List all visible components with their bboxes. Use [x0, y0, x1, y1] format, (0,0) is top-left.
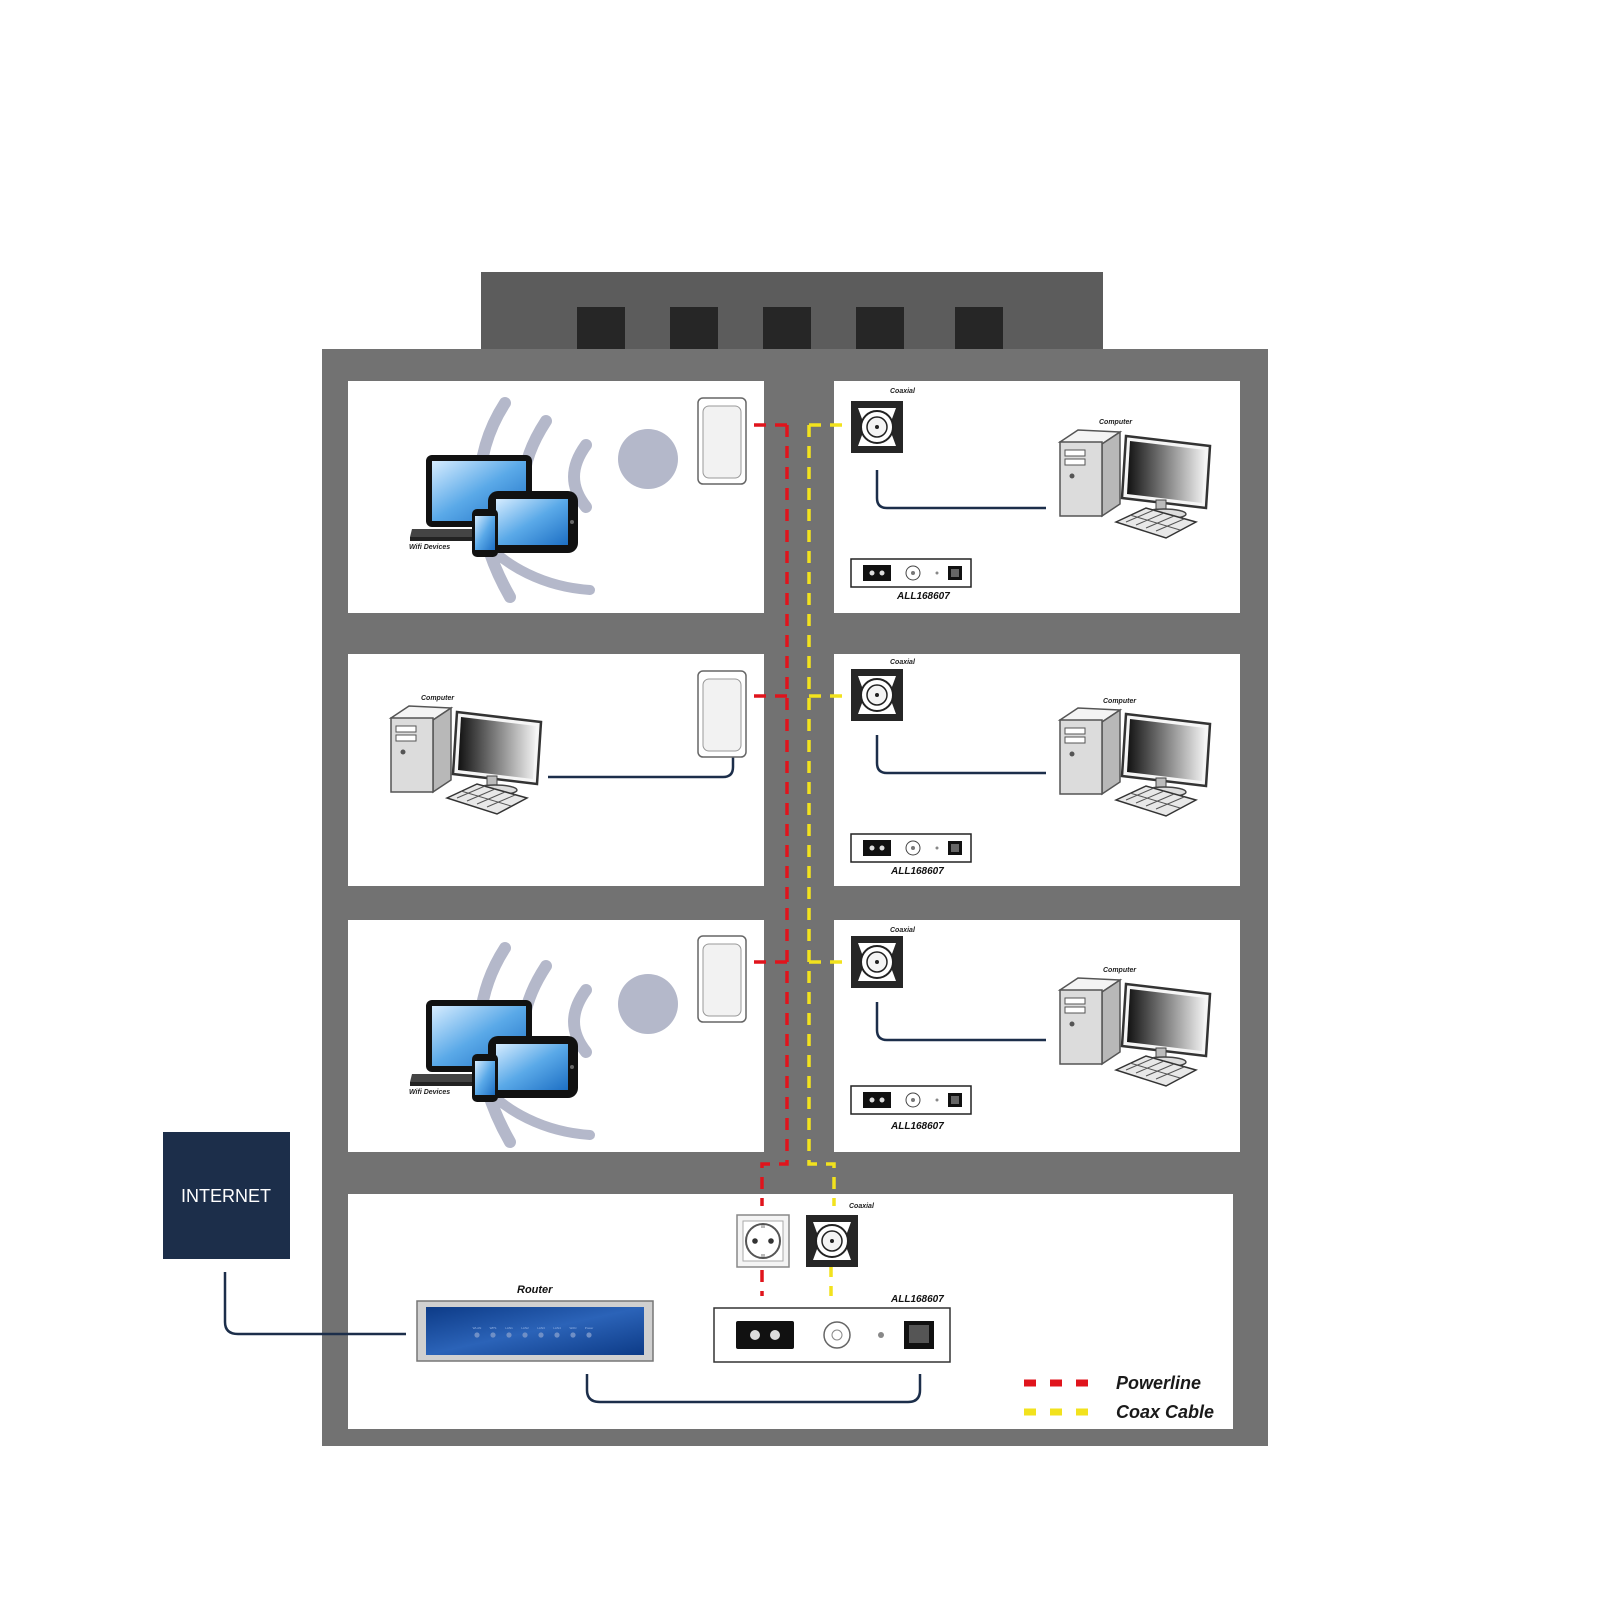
router-leds: WLAN WPS LAN1 LAN2 LAN3 LAN4 WAN Power: [473, 1326, 594, 1338]
adapter-floor-2: [850, 833, 972, 863]
data-cables: [223, 470, 1046, 1404]
adapter-label-floor-3: ALL168607: [896, 591, 950, 602]
computer-label-floor-3r: Computer: [1099, 419, 1133, 426]
router-port-led: [554, 1332, 560, 1338]
router-port-label: WAN: [570, 1326, 577, 1330]
router: WLAN WPS LAN1 LAN2 LAN3 LAN4 WAN Power: [416, 1300, 654, 1362]
router-port-label: LAN3: [537, 1326, 545, 1330]
powerline-cable: [754, 423, 789, 1296]
chimney-1: [577, 307, 625, 349]
coax-socket-floor-3: [850, 400, 904, 454]
coaxial-label-floor-3: Coaxial: [890, 388, 916, 395]
router-port-label: Power: [585, 1326, 594, 1330]
chimney-2: [670, 307, 718, 349]
internet-box: [163, 1132, 290, 1259]
coaxial-label-floor-2: Coaxial: [890, 659, 916, 666]
chimney-5: [955, 307, 1003, 349]
legend-powerline-label: Powerline: [1116, 1373, 1201, 1393]
powerline-adapter-floor-2: [697, 670, 747, 758]
legend-coax-label: Coax Cable: [1116, 1402, 1214, 1422]
chimney-4: [856, 307, 904, 349]
router-port-label: LAN2: [521, 1326, 529, 1330]
router-port-label: WLAN: [473, 1326, 482, 1330]
adapter-label-ground: ALL168607: [890, 1294, 944, 1305]
powerline-adapter-floor-1: [697, 935, 747, 1023]
router-port-led: [538, 1332, 544, 1338]
computer-label-floor-2l: Computer: [421, 695, 455, 702]
chimney-3: [763, 307, 811, 349]
router-port-led: [506, 1332, 512, 1338]
computer-label-floor-2r: Computer: [1103, 698, 1137, 705]
router-port-label: WPS: [490, 1326, 497, 1330]
router-port-led: [522, 1332, 528, 1338]
router-port-label: LAN1: [505, 1326, 513, 1330]
power-socket: [736, 1214, 790, 1268]
coax-socket-floor-2: [850, 668, 904, 722]
coax-socket-ground: [805, 1214, 859, 1268]
powerline-adapter-floor-3: [697, 397, 747, 485]
router-port-led: [474, 1332, 480, 1338]
internet-label: INTERNET: [181, 1186, 271, 1206]
router-port-label: LAN4: [553, 1326, 561, 1330]
adapter-floor-1: [850, 1085, 972, 1115]
coax-cable: [807, 423, 851, 1296]
adapter-ground: [713, 1307, 951, 1363]
adapter-label-floor-1: ALL168607: [890, 1121, 944, 1132]
coaxial-label-floor-1: Coaxial: [890, 927, 916, 934]
router-port-led: [490, 1332, 496, 1338]
adapter-label-floor-2: ALL168607: [890, 866, 944, 877]
coax-socket-floor-1: [850, 935, 904, 989]
router-label: Router: [517, 1284, 553, 1296]
computer-label-floor-1r: Computer: [1103, 967, 1137, 974]
adapter-floor-3: [850, 558, 972, 588]
wifi-devices-label-floor-3: Wifi Devices: [409, 544, 450, 551]
wifi-devices-label-floor-1: Wifi Devices: [409, 1089, 450, 1096]
router-port-led: [570, 1332, 576, 1338]
coaxial-label-ground: Coaxial: [849, 1203, 875, 1210]
router-port-led: [586, 1332, 592, 1338]
